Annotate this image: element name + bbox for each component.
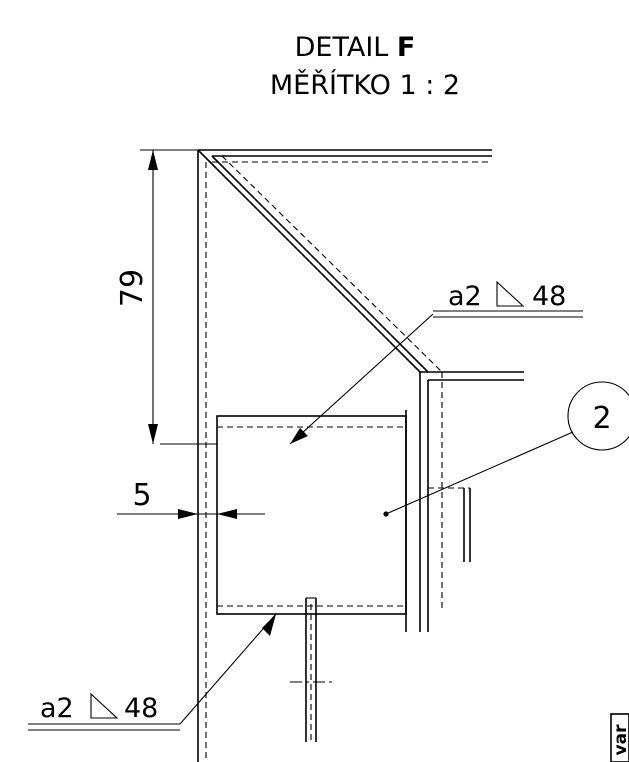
dimension-79: 79 [115,149,217,445]
frame-edge: var [610,713,629,762]
left-wall [197,150,207,762]
right-member [405,371,524,632]
weld-top-prefix: a2 [448,281,482,312]
detail-title-letter: F [397,32,415,63]
balloon-number: 2 [592,401,611,436]
frame-text: var [611,724,629,756]
weld-bottom-prefix: a2 [40,693,74,724]
dimension-79-text: 79 [115,269,150,307]
weld-symbol-bottom: a2 48 [28,613,277,731]
detail-title-prefix: DETAIL [295,32,397,63]
diagonal-brace [197,149,443,373]
detail-scale: MĚŘÍTKO 1 : 2 [270,69,460,101]
dimension-5-text: 5 [132,478,151,513]
side-bracket [428,487,471,562]
lower-strap [290,597,332,742]
part-balloon: 2 [383,381,629,517]
weld-bottom-suffix: 48 [124,693,158,724]
detail-title: DETAIL F [295,32,416,63]
weld-top-suffix: 48 [532,281,566,312]
dimension-5: 5 [117,478,265,519]
weld-symbol-top: a2 48 [289,280,583,445]
top-plate [198,149,492,163]
square-part [216,415,407,615]
